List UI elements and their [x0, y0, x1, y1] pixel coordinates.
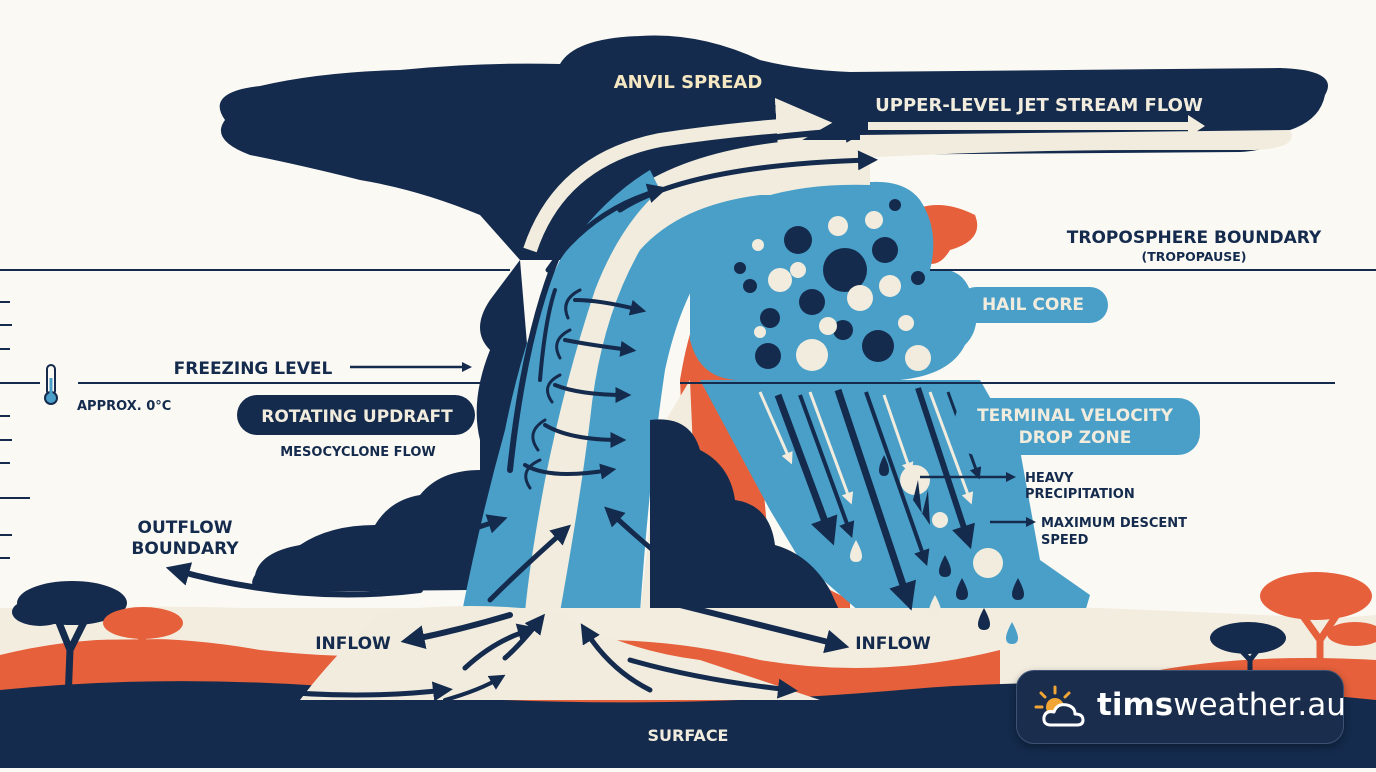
surface-label: SURFACE [648, 726, 729, 745]
inflow-left-label: INFLOW [315, 634, 391, 654]
brand-badge: timsweather.au [1016, 670, 1346, 744]
hail-core-label: HAIL CORE [982, 295, 1084, 315]
maximum-descent-label: MAXIMUM DESCENT [1041, 516, 1187, 531]
troposphere-boundary-label: TROPOSPHERE BOUNDARY [1067, 228, 1322, 248]
freezing-level-label: FREEZING LEVEL [174, 359, 333, 379]
brand-name: timsweather.au [1097, 685, 1346, 725]
precipitation-label: PRECIPITATION [1025, 487, 1135, 502]
updraft-arrows [297, 118, 878, 603]
upper-flow-streaks [523, 97, 1292, 253]
approx-temp-label: APPROX. 0°C [77, 399, 171, 414]
hailstones [734, 199, 1003, 578]
jet-stream-arrow [868, 115, 1205, 137]
label-pointers [350, 362, 1036, 527]
surface-arrows [165, 562, 850, 702]
drop-zone-label: DROP ZONE [1019, 428, 1132, 448]
brand-name-light: weather.au [1173, 687, 1346, 723]
terminal-velocity-pill [955, 398, 1200, 455]
inflow-right-label: INFLOW [855, 634, 931, 654]
lower-cloud-masses [650, 419, 840, 612]
rotating-updraft-pill [237, 395, 475, 435]
altitude-ticks [0, 301, 30, 559]
outflow-label: OUTFLOW [138, 518, 233, 538]
brand-name-bold: tims [1097, 687, 1174, 723]
precipitation-arrows [758, 387, 982, 611]
tree-left-small [103, 607, 183, 666]
sun-cloud-icon [1034, 685, 1085, 727]
tree-right-navy [1210, 622, 1286, 690]
hail-core-pill [958, 287, 1108, 323]
terminal-velocity-label: TERMINAL VELOCITY [977, 406, 1174, 426]
jet-stream-label: UPPER-LEVEL JET STREAM FLOW [875, 95, 1203, 116]
tree-left-large [12, 581, 127, 701]
mesocyclone-flow-label: MESOCYCLONE FLOW [280, 445, 436, 460]
anvil-spread-label: ANVIL SPREAD [614, 72, 763, 93]
tree-right-orange [1260, 572, 1376, 690]
boundary-label: BOUNDARY [131, 539, 239, 559]
heavy-label: HEAVY [1025, 471, 1074, 486]
raindrops [850, 455, 1024, 644]
rotating-updraft-label: ROTATING UPDRAFT [261, 407, 453, 427]
thermometer-icon [44, 364, 58, 405]
ground [0, 606, 1376, 768]
surface-base [0, 608, 1376, 646]
anvil-cloud [219, 35, 1329, 592]
speed-label: SPEED [1041, 533, 1089, 548]
tropopause-label: (TROPOPAUSE) [1142, 249, 1247, 264]
